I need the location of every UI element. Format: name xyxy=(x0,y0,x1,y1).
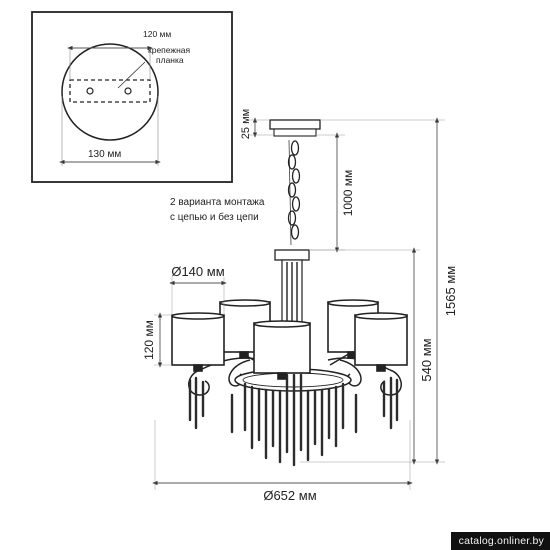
mount-note-line2: с цепью и без цепи xyxy=(170,211,259,223)
canopy-cup xyxy=(273,128,317,137)
bracket-width-label: 120 мм xyxy=(143,29,171,39)
canopy-disc xyxy=(61,43,159,141)
shade-right xyxy=(354,312,408,372)
shade-top-rim xyxy=(171,312,225,320)
mount-label-line1: крепежная xyxy=(148,45,191,55)
bracket-hole-left xyxy=(86,87,94,95)
chain-link xyxy=(291,168,301,184)
mount-leader-line xyxy=(117,61,146,89)
shade-body xyxy=(354,314,408,366)
chain-link xyxy=(290,224,300,240)
body-height-label: 540 мм xyxy=(419,338,434,381)
shade-top-rim xyxy=(253,320,311,328)
shade-socket xyxy=(277,372,287,380)
mounting-bracket-outline xyxy=(69,79,151,103)
suspension-chain xyxy=(287,139,301,246)
column-cap xyxy=(274,249,310,261)
canopy-plate xyxy=(269,119,321,130)
overall-diameter-label: Ø652 мм xyxy=(263,488,316,503)
shade-front xyxy=(253,320,311,380)
dimension-lines xyxy=(152,117,445,490)
shade-body xyxy=(171,314,225,366)
canopy-height-label: 25 мм xyxy=(240,109,252,139)
chain-link xyxy=(290,140,300,156)
watermark: catalog.onliner.by xyxy=(450,532,550,550)
shade-left xyxy=(171,312,225,372)
chain-link xyxy=(287,210,297,226)
chain-length-label: 1000 мм xyxy=(341,170,355,217)
power-cord xyxy=(288,139,292,246)
canopy-inset: 120 мм крепежная планка 130 мм xyxy=(31,11,233,183)
canopy-width-label: 130 мм xyxy=(88,149,121,160)
shade-socket xyxy=(376,364,386,372)
total-height-label: 1565 мм xyxy=(443,266,458,316)
shade-body xyxy=(253,322,311,374)
crystal-pendants xyxy=(188,373,399,467)
arm-far-left-scroll xyxy=(188,369,210,396)
ceiling-canopy xyxy=(269,119,321,137)
chain-link xyxy=(287,182,297,198)
shade-top-rim xyxy=(219,299,271,307)
bracket-hole-right xyxy=(124,87,132,95)
lamp-shades xyxy=(171,299,408,380)
mount-label-line2: планка xyxy=(156,55,184,65)
mount-note-line1: 2 варианта монтажа xyxy=(170,197,265,208)
shade-socket xyxy=(239,351,249,359)
shade-height-label: 120 мм xyxy=(142,320,156,360)
shade-socket xyxy=(193,364,203,372)
shade-top-rim xyxy=(354,312,408,320)
chain-link xyxy=(291,196,301,212)
chain-link xyxy=(287,154,297,170)
shade-diameter-label: Ø140 мм xyxy=(171,264,224,279)
shade-top-rim xyxy=(327,299,379,307)
